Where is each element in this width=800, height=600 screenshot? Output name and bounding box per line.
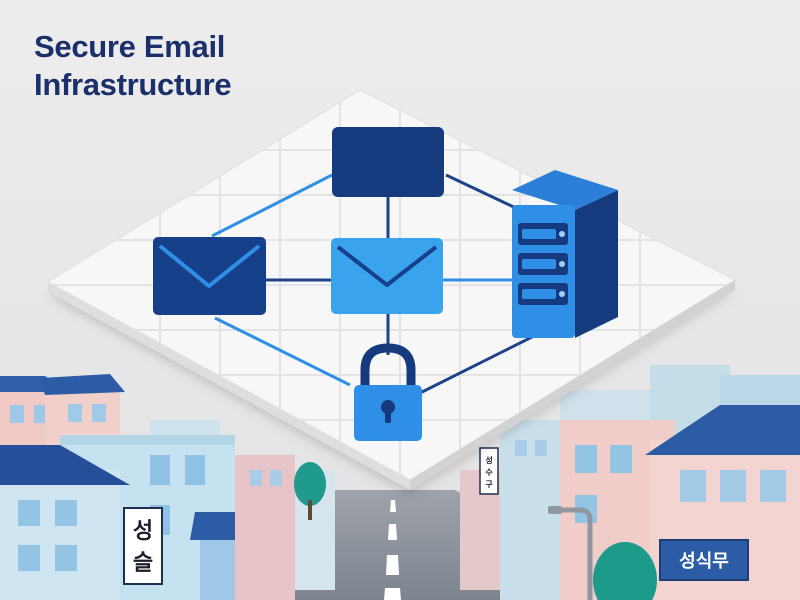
sign-left-text-top: 성 bbox=[133, 519, 153, 544]
page-title-line2: Infrastructure bbox=[34, 67, 232, 102]
connector-server-lock bbox=[419, 333, 537, 395]
sign-center-text-1: 성 bbox=[485, 455, 492, 465]
sign-center-text-2: 수 bbox=[485, 468, 493, 477]
diagram-connectors bbox=[211, 173, 537, 395]
node-top-box bbox=[332, 127, 444, 197]
sign-right-text: 성식무 bbox=[679, 551, 729, 572]
page-title-line1: Secure Email bbox=[34, 29, 226, 64]
sign-center bbox=[479, 447, 499, 495]
connector-top-leftmail bbox=[211, 173, 333, 238]
sign-left-text-bottom: 슬 bbox=[133, 551, 153, 576]
server-icon bbox=[512, 170, 618, 338]
page-title: Secure Email Infrastructure bbox=[34, 28, 232, 104]
envelope-icon bbox=[153, 237, 266, 315]
connector-top-server bbox=[445, 173, 521, 212]
envelope-icon bbox=[331, 238, 443, 314]
sign-center-text-3: 구 bbox=[485, 480, 493, 489]
city-street: 성 슬 성 수 구 성 bbox=[0, 365, 800, 600]
padlock-icon bbox=[354, 343, 422, 441]
sign-right bbox=[659, 539, 749, 581]
sign-left bbox=[123, 507, 163, 585]
connector-leftmail-lock bbox=[214, 316, 351, 387]
